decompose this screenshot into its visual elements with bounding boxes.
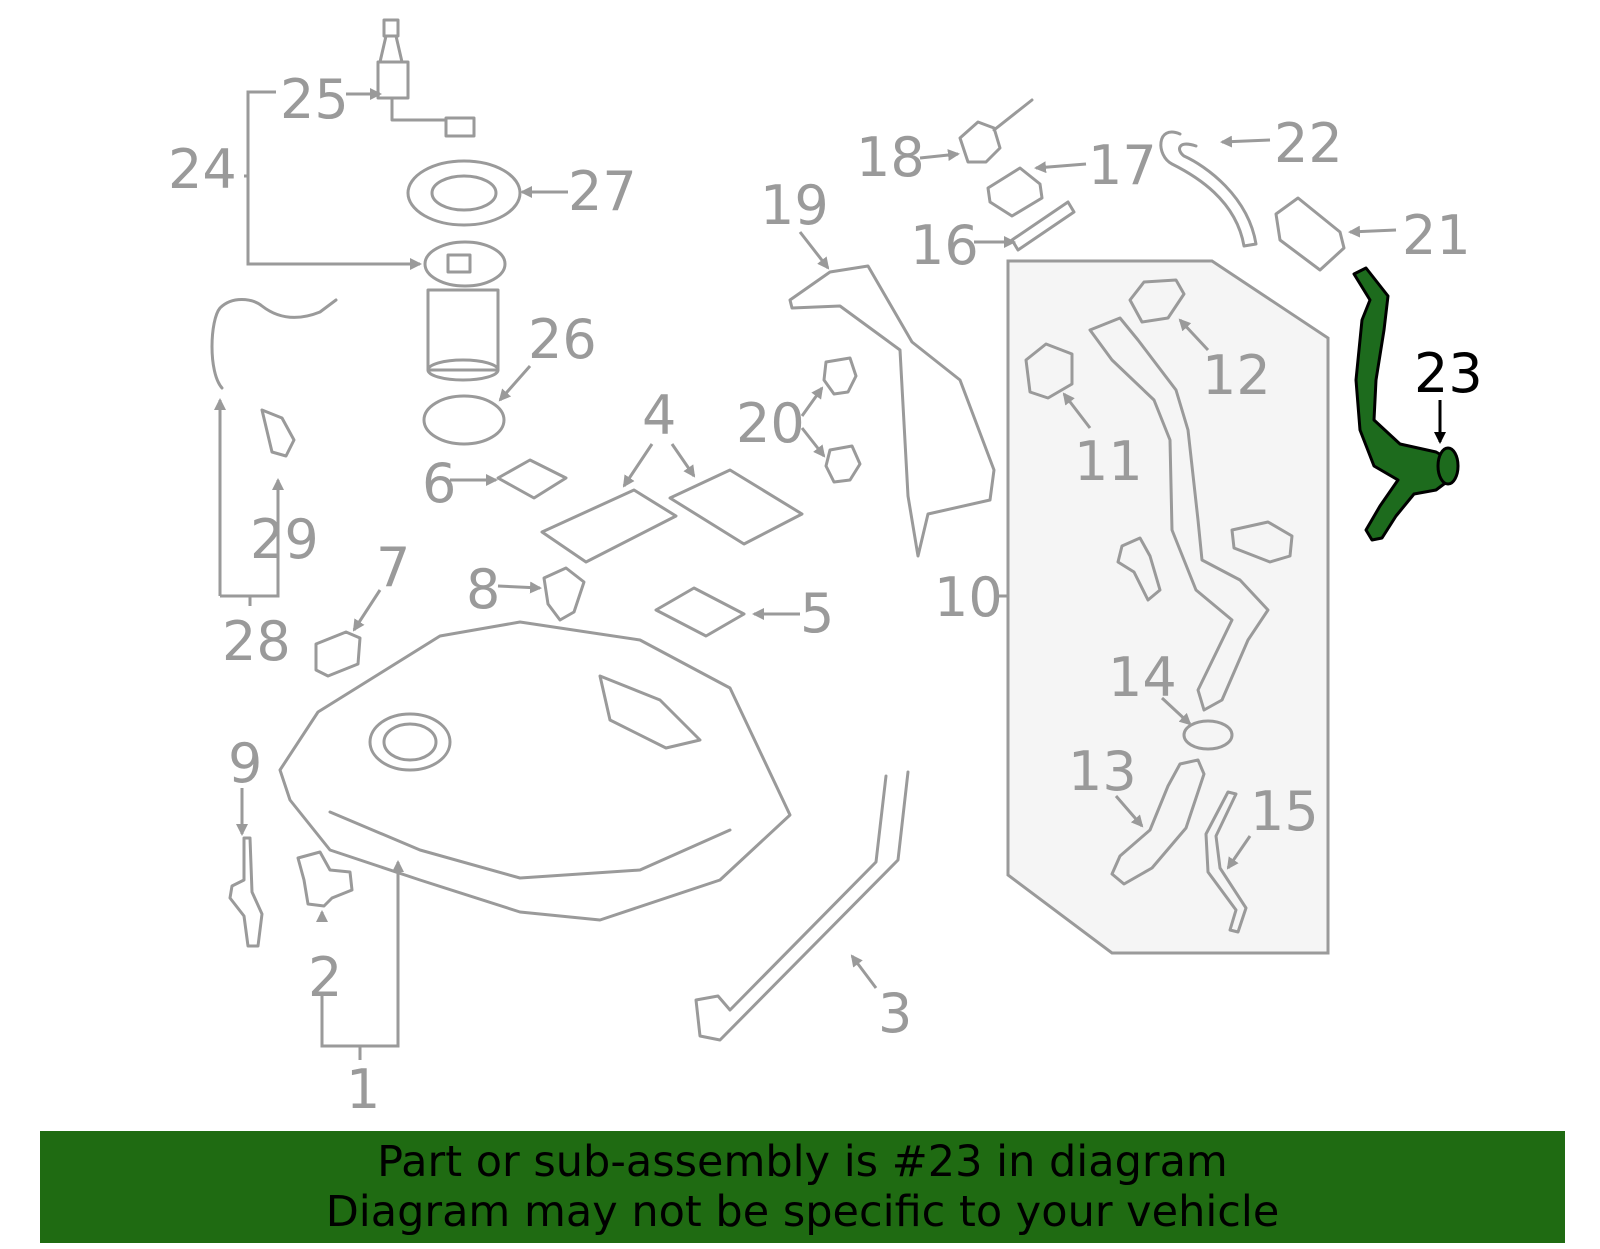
callout-15: 15	[1250, 780, 1319, 843]
part-19-heat-shield	[788, 264, 996, 558]
part-9-bracket	[228, 836, 264, 948]
part-26-gasket	[422, 394, 506, 446]
part-24-fuel-pump	[423, 240, 507, 382]
callout-9: 9	[228, 732, 262, 795]
callout-17: 17	[1088, 134, 1157, 197]
part-29-sensor	[260, 408, 296, 458]
part-4-pad-b	[668, 468, 804, 546]
callout-7: 7	[376, 536, 410, 599]
callout-13: 13	[1068, 740, 1137, 803]
callout-28: 28	[222, 610, 291, 673]
part-12-bracket	[1128, 278, 1186, 324]
part-22-hose	[1159, 130, 1258, 248]
callout-25: 25	[280, 68, 349, 131]
callout-20: 20	[736, 392, 805, 455]
callout-2: 2	[308, 946, 342, 1009]
part-6-pad	[496, 458, 568, 500]
callout-24: 24	[168, 138, 237, 201]
part-5-pad	[654, 586, 746, 638]
callout-3: 3	[878, 982, 912, 1045]
callout-6: 6	[422, 452, 456, 515]
callout-5: 5	[800, 582, 834, 645]
part-14-clamp	[1182, 719, 1234, 751]
part-25-sender-unit	[376, 18, 476, 138]
callout-26: 26	[528, 308, 597, 371]
callout-27: 27	[568, 160, 637, 223]
part-10-filler-pipe	[1088, 316, 1270, 712]
assembly-box-10	[1006, 259, 1330, 955]
callout-21: 21	[1402, 204, 1471, 267]
part-23-hose-end	[1436, 446, 1460, 486]
callout-19: 19	[760, 174, 829, 237]
banner-line-1: Part or sub-assembly is #23 in diagram	[377, 1137, 1228, 1187]
callout-18: 18	[856, 126, 925, 189]
part-23-hose	[1352, 266, 1456, 542]
part-15-hose	[1204, 790, 1248, 934]
part-20-clips	[822, 356, 862, 484]
part-info-banner: Part or sub-assembly is #23 in diagram D…	[40, 1131, 1565, 1243]
part-2-valve	[296, 850, 354, 908]
part-18-valve	[958, 98, 1034, 164]
callout-14: 14	[1108, 646, 1177, 709]
part-21-filter	[1274, 196, 1346, 272]
part-1-fuel-tank	[278, 620, 792, 922]
callout-23: 23	[1414, 342, 1483, 405]
callout-16: 16	[910, 214, 979, 277]
callout-labels: 25 24 27 26 6 4 5 8 7 29 28 9 2 1 3 10 1…	[168, 68, 1483, 1121]
callout-4: 4	[642, 384, 676, 447]
callout-10: 10	[934, 566, 1003, 629]
part-3-strap	[694, 770, 910, 1042]
banner-line-2: Diagram may not be specific to your vehi…	[325, 1187, 1280, 1237]
part-7-clip	[314, 630, 362, 678]
callout-12: 12	[1202, 344, 1271, 407]
callout-11: 11	[1074, 430, 1143, 493]
part-17-filter	[986, 166, 1044, 218]
callout-22: 22	[1274, 112, 1343, 175]
part-4-pad-a	[540, 488, 678, 564]
callout-29: 29	[250, 508, 319, 571]
part-8-clip	[542, 566, 586, 622]
part-27-lock-ring	[406, 159, 522, 227]
part-13-hose	[1110, 758, 1206, 886]
callout-8: 8	[466, 558, 500, 621]
part-28-harness	[210, 298, 338, 390]
leader-lines	[214, 88, 1446, 1060]
part-11-bracket	[1024, 342, 1074, 400]
part-10-bolts	[1116, 520, 1294, 602]
callout-1: 1	[346, 1058, 380, 1121]
part-16-hose	[1010, 200, 1076, 252]
